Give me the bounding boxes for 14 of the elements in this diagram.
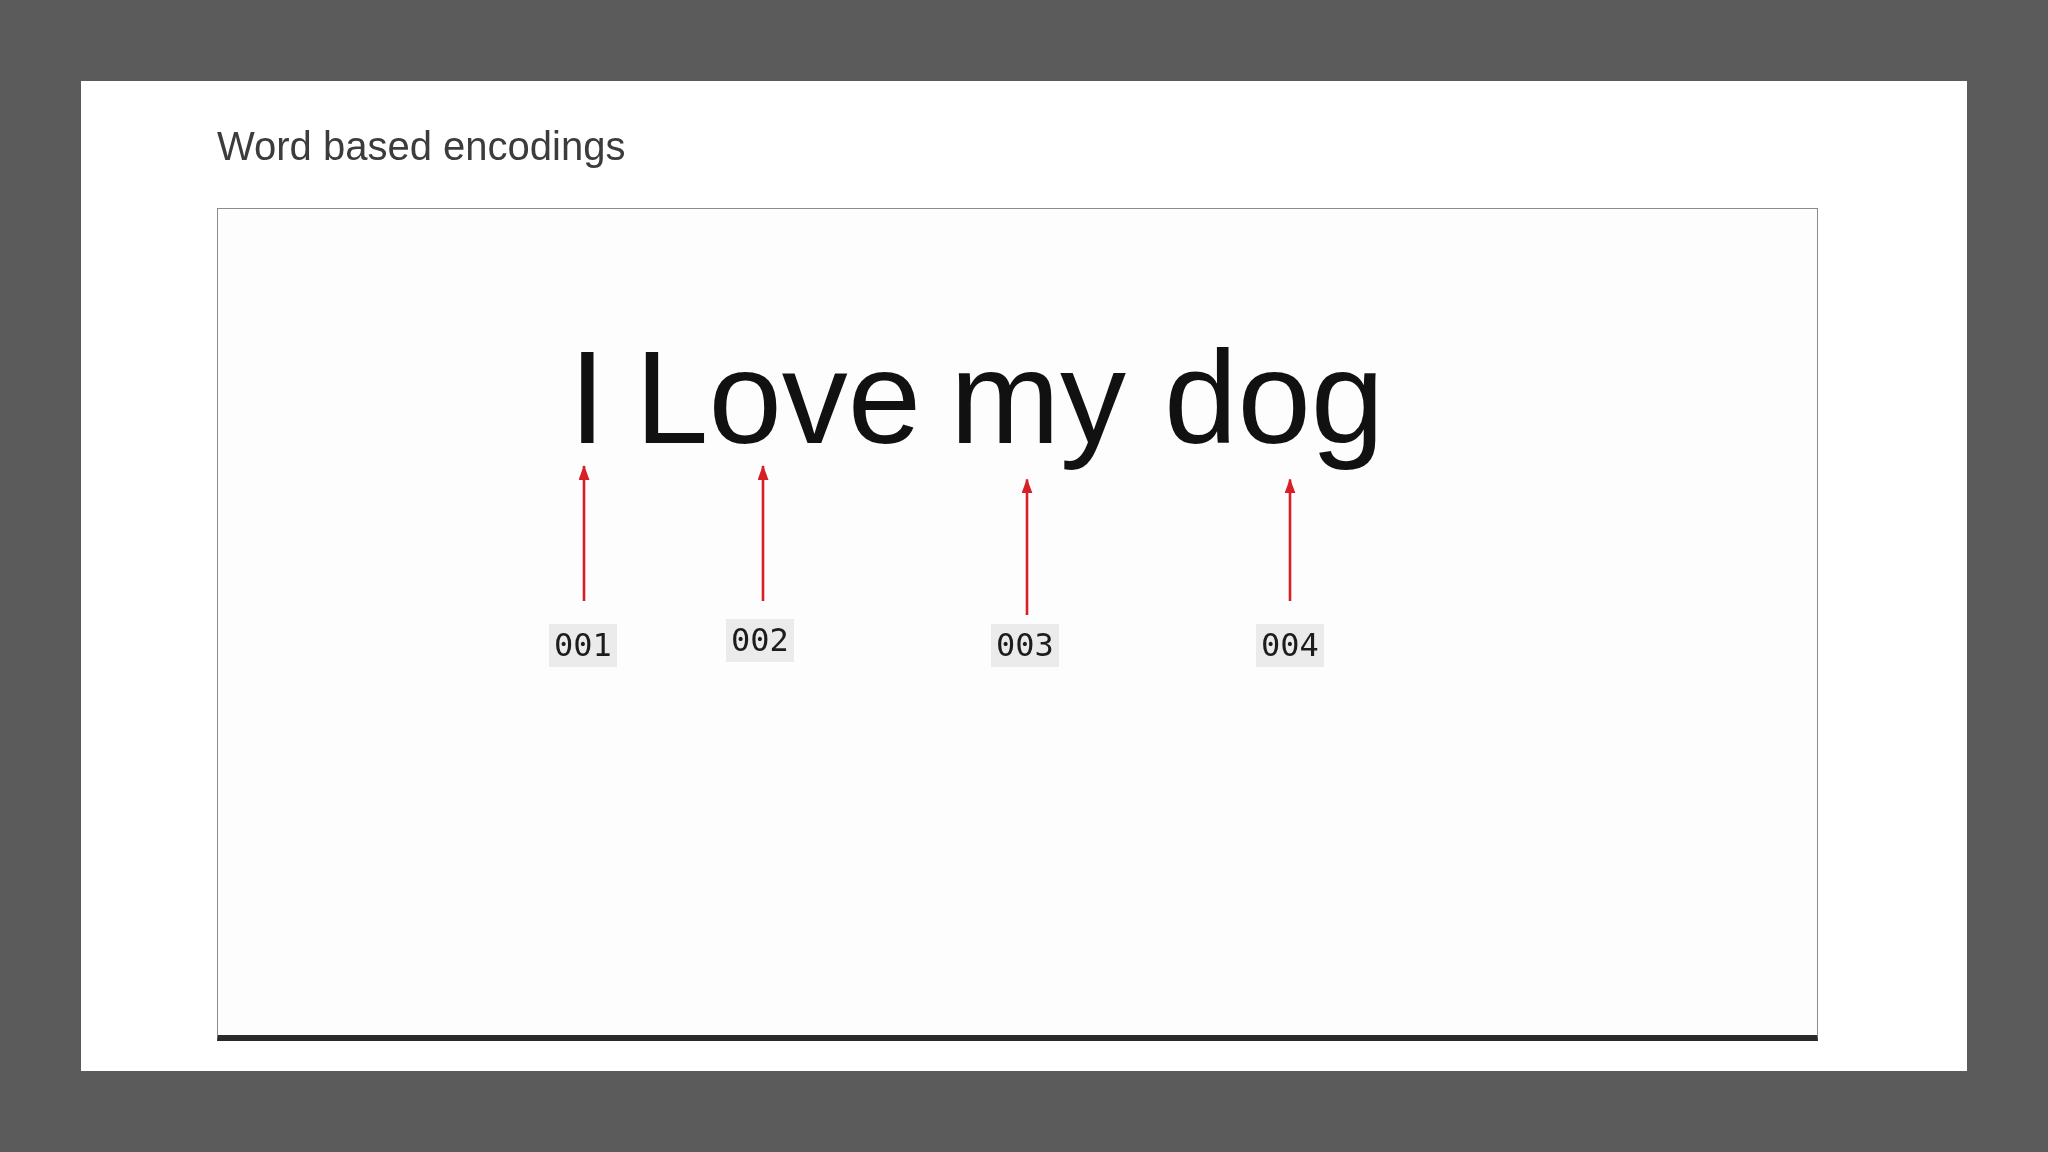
token-id: 002 — [726, 619, 794, 662]
word: I — [569, 332, 606, 464]
token-id: 001 — [549, 624, 617, 667]
arrow — [578, 465, 590, 601]
word: dog — [1164, 319, 1385, 478]
token-id: 003 — [991, 624, 1059, 667]
arrow — [1021, 478, 1033, 615]
word: Love — [635, 332, 922, 464]
word: my — [950, 319, 1126, 478]
arrow — [1284, 478, 1296, 601]
arrow — [757, 465, 769, 601]
content-frame — [217, 208, 1818, 1041]
token-id: 004 — [1256, 624, 1324, 667]
slide-title: Word based encodings — [217, 126, 626, 166]
